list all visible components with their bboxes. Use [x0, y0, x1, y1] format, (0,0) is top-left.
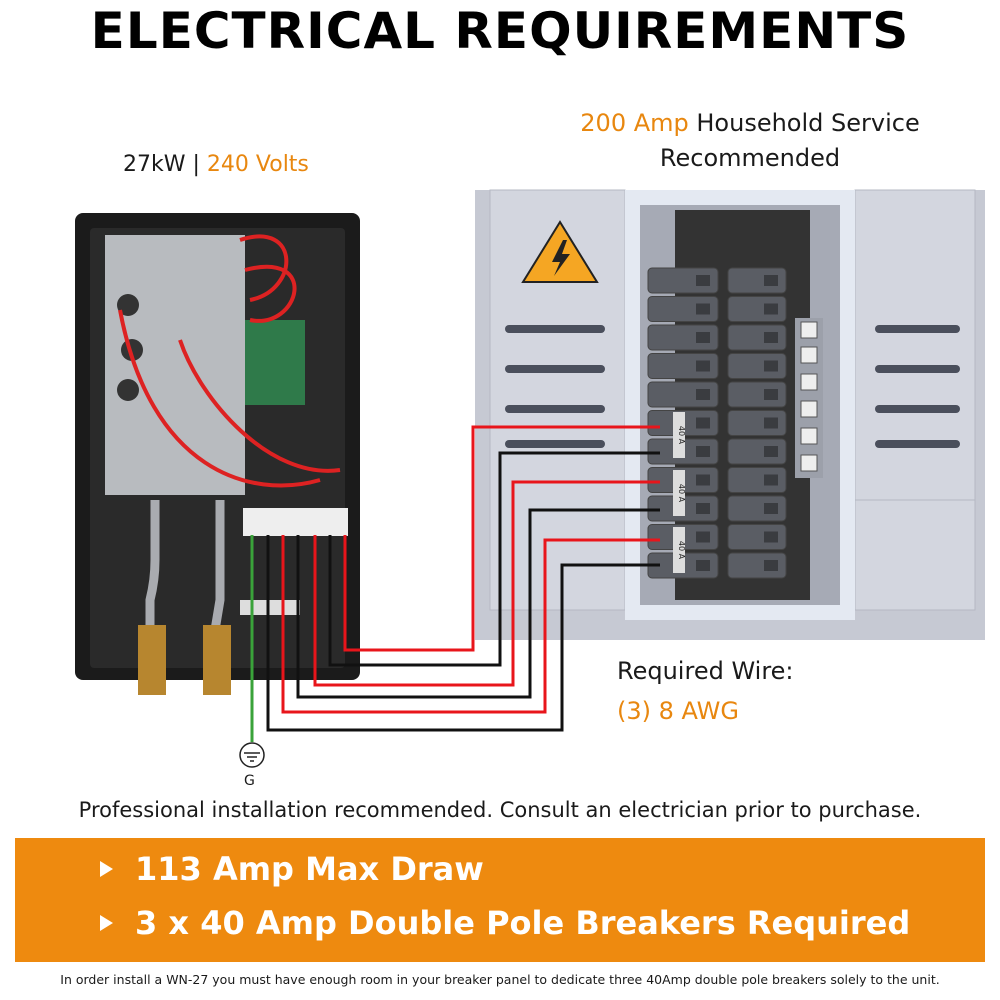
wire-black-1	[328, 451, 660, 667]
separator: |	[185, 152, 207, 177]
breaker	[727, 267, 787, 294]
power-rating: 27kW	[123, 152, 186, 177]
breaker	[647, 267, 719, 294]
breaker	[727, 524, 787, 550]
breaker-tie	[673, 412, 685, 458]
breaker	[647, 381, 719, 408]
breaker-toggle	[696, 275, 710, 286]
breaker	[727, 438, 787, 465]
breaker-toggle	[696, 446, 710, 457]
breaker	[727, 495, 787, 522]
breaker-toggle	[696, 560, 710, 571]
highlight-item: 3 x 40 Amp Double Pole Breakers Required	[100, 904, 910, 942]
breaker-panel: 40 A 40 A 40 A	[475, 189, 985, 640]
breaker-toggle	[764, 303, 778, 315]
breaker	[727, 467, 787, 493]
service-label: Household Service	[688, 109, 920, 137]
highlights-band: 113 Amp Max Draw 3 x 40 Amp Double Pole …	[15, 838, 985, 962]
highlight-item: 113 Amp Max Draw	[100, 850, 484, 888]
voltage-rating: 240 Volts	[206, 152, 309, 177]
breaker-toggle	[764, 531, 778, 543]
breaker-rating-label: 40 A	[677, 541, 686, 560]
service-line2: Recommended	[659, 144, 841, 172]
breaker	[727, 552, 787, 579]
breaker-toggle	[696, 303, 710, 315]
ground-label: G	[244, 773, 255, 789]
breaker-toggle	[696, 332, 710, 343]
breaker-toggle	[764, 360, 778, 372]
breaker	[727, 410, 787, 436]
water-heater-unit	[75, 213, 360, 695]
bullet-triangle-icon	[100, 915, 113, 931]
neutral-bar	[795, 318, 823, 478]
breaker-toggle	[764, 417, 778, 429]
breaker	[727, 381, 787, 408]
required-wire-label: Required Wire:	[617, 657, 794, 685]
wire-red-3	[281, 535, 660, 714]
breaker-toggle	[696, 503, 710, 514]
breaker	[647, 353, 719, 379]
breaker-tie	[673, 527, 685, 573]
breaker-toggle	[764, 389, 778, 400]
breaker-toggle	[764, 332, 778, 343]
breaker-toggle	[696, 417, 710, 429]
breaker-toggle	[764, 503, 778, 514]
breaker-toggle	[696, 360, 710, 372]
breaker	[727, 296, 787, 322]
wire-red-2	[313, 480, 660, 687]
unit-spec: 27kW | 240 Volts	[123, 152, 309, 177]
breaker-toggle	[696, 474, 710, 486]
highlight-text: 113 Amp Max Draw	[135, 850, 484, 888]
breaker-toggle	[764, 560, 778, 571]
breaker-toggle	[764, 474, 778, 486]
wire-black-2	[296, 508, 660, 699]
required-wire: Required Wire: (3) 8 AWG	[617, 651, 794, 731]
breaker	[727, 324, 787, 351]
highlight-text: 3 x 40 Amp Double Pole Breakers Required	[135, 904, 911, 942]
wire-red-1	[343, 425, 660, 652]
breaker-tie	[673, 470, 685, 516]
ground-icon	[239, 742, 265, 768]
breaker-toggle	[764, 275, 778, 286]
bullet-triangle-icon	[100, 861, 113, 877]
warning-triangle-icon	[521, 220, 599, 283]
breaker	[647, 324, 719, 351]
installation-note: Professional installation recommended. C…	[78, 798, 922, 822]
service-amps: 200 Amp	[580, 109, 689, 137]
wire-black-3	[266, 535, 660, 732]
breaker-rating-label: 40 A	[677, 426, 686, 445]
breaker-toggle	[696, 531, 710, 543]
required-wire-value: (3) 8 AWG	[617, 697, 739, 725]
breaker-toggle	[764, 446, 778, 457]
breaker-toggle	[696, 389, 710, 400]
breaker-rating-label: 40 A	[677, 484, 686, 503]
page-title: ELECTRICAL REQUIREMENTS	[90, 2, 910, 60]
footnote: In order install a WN-27 you must have e…	[60, 972, 940, 987]
breaker	[647, 296, 719, 322]
breaker	[727, 353, 787, 379]
